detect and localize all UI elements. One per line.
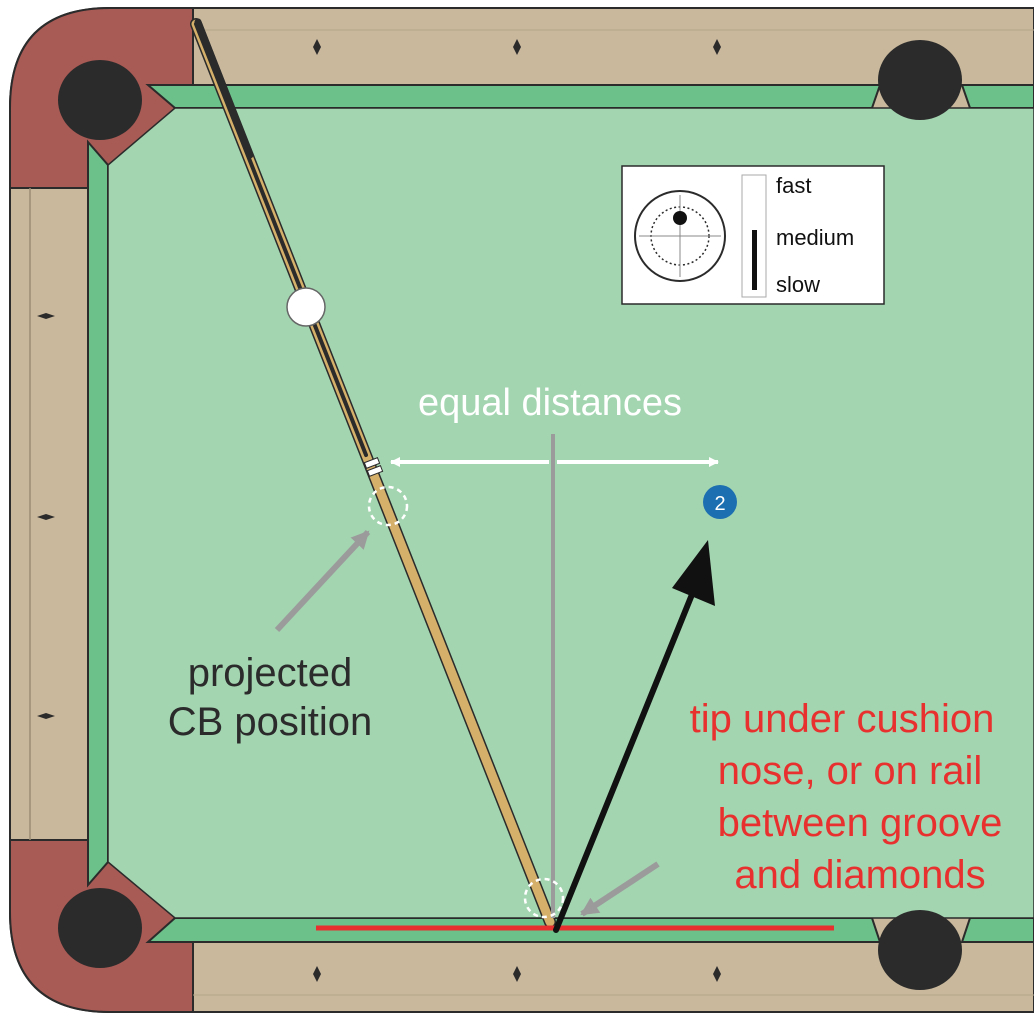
cue-stick <box>190 18 556 928</box>
pockets <box>58 40 962 990</box>
tip-label-line2: nose, or on rail <box>718 749 983 793</box>
pocket-top-side <box>878 40 962 120</box>
projected-label-line2: CB position <box>168 700 373 744</box>
cushions <box>87 84 1034 943</box>
cue-ball <box>286 287 326 327</box>
cue-joint-ring <box>363 457 381 469</box>
projected-label-line1: projected <box>188 651 353 695</box>
projected-pointer-arrow <box>274 529 371 633</box>
rail-diamonds <box>37 39 721 982</box>
tip-label-line4: and diamonds <box>734 853 985 897</box>
legend-fast: fast <box>776 173 811 198</box>
tip-pointer-arrow <box>580 861 660 917</box>
legend-box: fast medium slow <box>621 165 885 305</box>
pocket-top-left <box>58 60 142 140</box>
object-ball-number: 2 <box>714 493 725 515</box>
tip-label-line3: between groove <box>718 801 1003 845</box>
pocket-bottom-side <box>878 910 962 990</box>
aim-arrow <box>553 540 715 933</box>
speed-indicator-bar <box>752 230 757 290</box>
equal-distances-label: equal distances <box>418 382 682 424</box>
cue-tip-marker <box>523 877 565 919</box>
tip-position-icon <box>634 190 726 282</box>
tip-label-line1: tip under cushion <box>690 697 995 741</box>
object-ball-2: 2 <box>703 485 737 519</box>
projected-cb-marker <box>367 485 409 527</box>
table-felt <box>107 107 1034 919</box>
legend-slow: slow <box>776 272 820 297</box>
pocket-bottom-left <box>58 888 142 968</box>
legend-medium: medium <box>776 225 854 250</box>
